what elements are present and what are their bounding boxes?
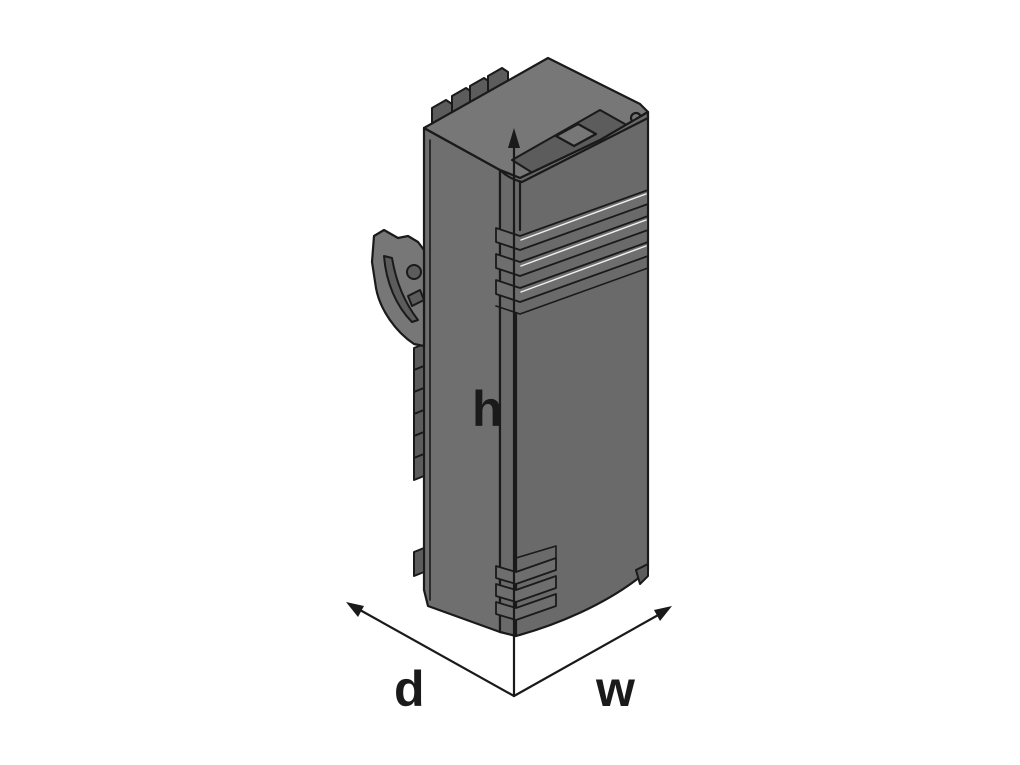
side-cooling-fins (413, 343, 425, 577)
dimension-lines (346, 128, 672, 698)
height-arrowhead-icon (508, 128, 520, 148)
width-arrowhead-icon (654, 606, 672, 621)
depth-dimension-line (358, 608, 516, 698)
depth-arrowhead-icon (346, 602, 364, 617)
lower-vent-ribs (495, 545, 557, 621)
din-rail-clip (370, 228, 426, 348)
height-label: h (472, 381, 503, 437)
upper-vent-ribs (495, 189, 649, 315)
bottom-foot (635, 563, 649, 585)
width-dimension-line (512, 612, 662, 698)
housing-front-face (498, 110, 650, 638)
device-housing (370, 56, 650, 638)
depth-label: d (394, 661, 425, 717)
top-latch-slot (554, 122, 598, 148)
housing-side-face (422, 126, 502, 634)
width-label: w (595, 661, 635, 717)
